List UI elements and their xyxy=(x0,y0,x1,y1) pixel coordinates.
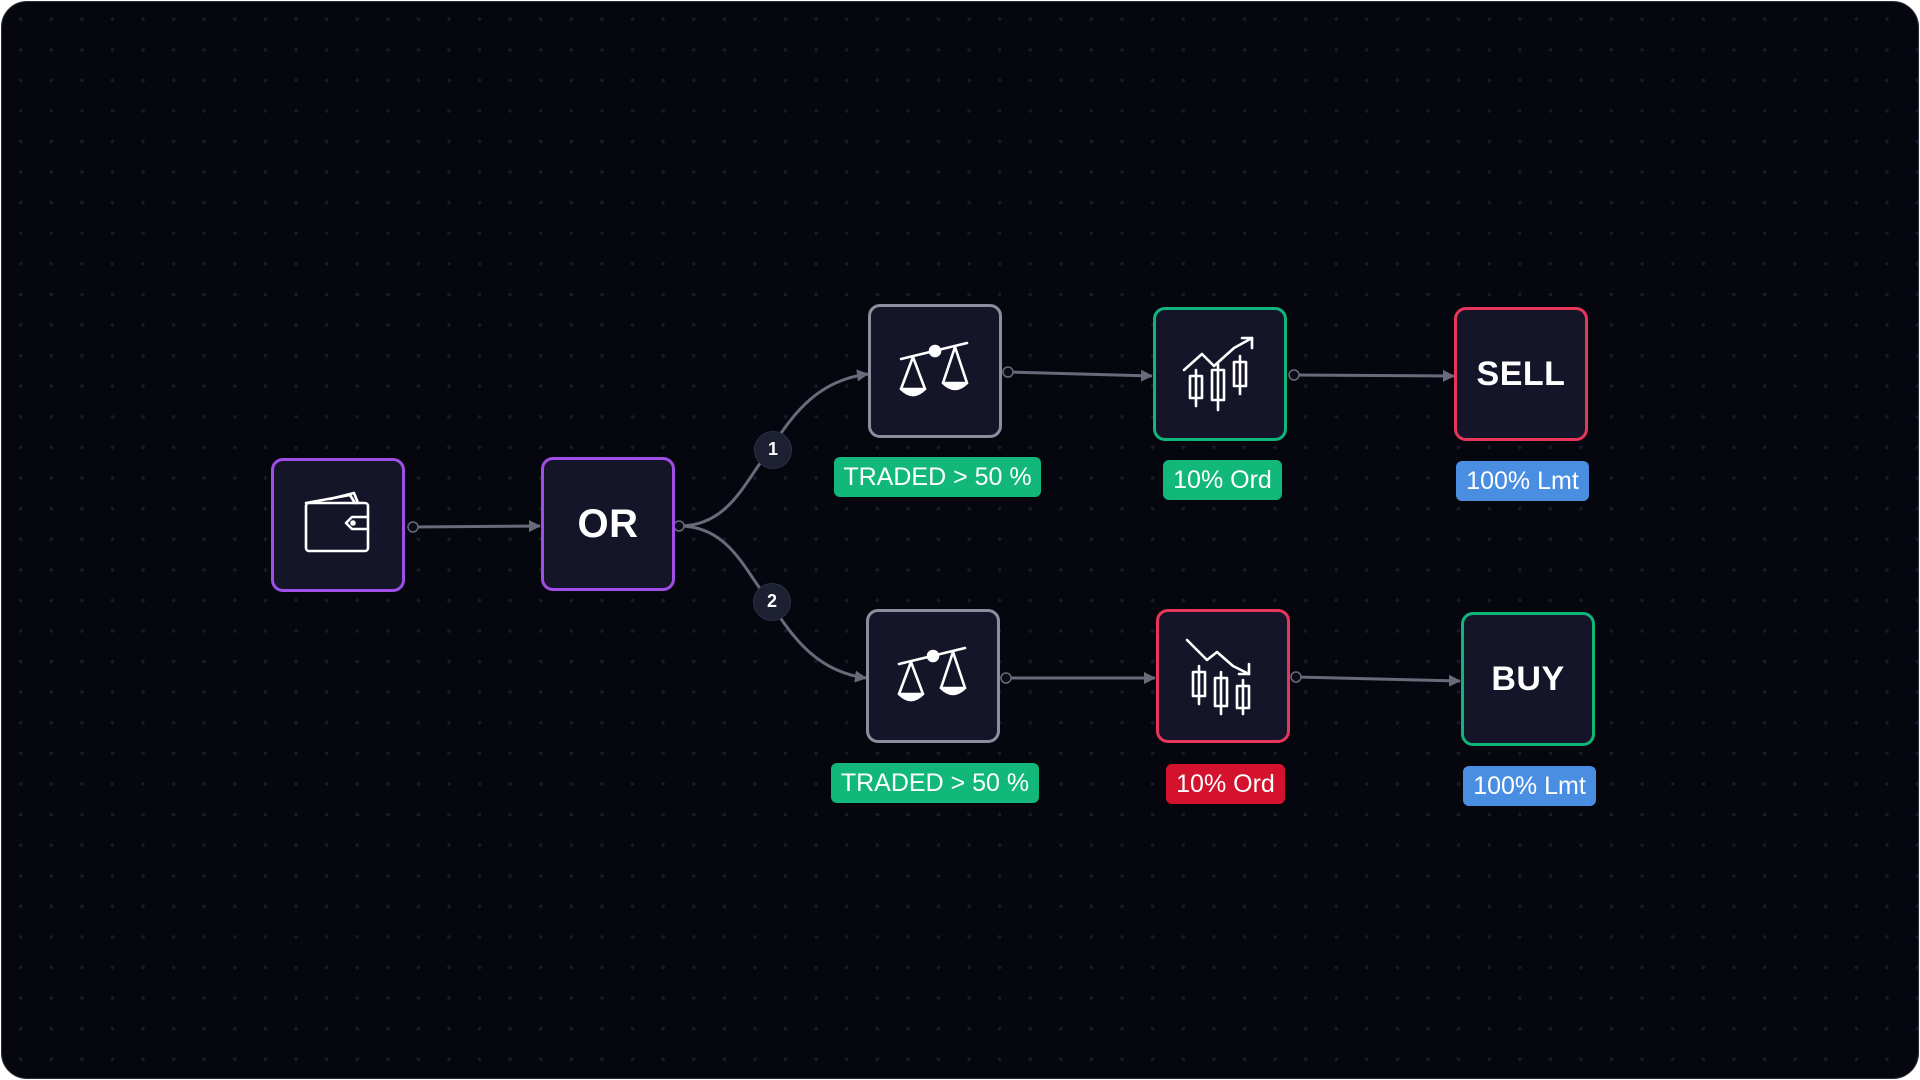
sell-node[interactable]: SELL xyxy=(1454,307,1588,441)
sell-label: SELL xyxy=(1476,354,1566,393)
candlestick-chart-down-icon xyxy=(1183,636,1263,716)
order-tag-bottom: 10% Ord xyxy=(1166,764,1285,804)
wallet-icon xyxy=(300,487,376,563)
port-scale-bottom-out xyxy=(1000,672,1012,684)
condition-tag-bottom: TRADED > 50 % xyxy=(831,763,1039,803)
condition-node-top[interactable] xyxy=(868,304,1002,438)
edge-chart-down-buy xyxy=(1295,674,1461,687)
buy-label: BUY xyxy=(1491,659,1565,698)
branch-badge-2: 2 xyxy=(753,583,791,621)
sell-tag: 100% Lmt xyxy=(1456,461,1589,501)
port-scale-top-out xyxy=(1002,366,1014,378)
order-node-bottom[interactable] xyxy=(1156,609,1290,743)
port-chart-down-out xyxy=(1290,671,1302,683)
edge-scale-top-chart-up xyxy=(1007,369,1153,382)
order-tag-top: 10% Ord xyxy=(1163,460,1282,500)
condition-node-bottom[interactable] xyxy=(866,609,1000,743)
edge-wallet-or xyxy=(412,520,541,533)
balance-scale-icon xyxy=(895,333,975,409)
candlestick-chart-up-icon xyxy=(1180,334,1260,414)
branch-badge-1: 1 xyxy=(754,431,792,469)
wallet-node[interactable] xyxy=(271,458,405,592)
port-or-out xyxy=(673,520,685,532)
balance-scale-icon xyxy=(893,638,973,714)
buy-tag: 100% Lmt xyxy=(1463,766,1596,806)
condition-tag-top: TRADED > 50 % xyxy=(834,457,1041,497)
edge-chart-up-sell xyxy=(1293,369,1455,382)
buy-node[interactable]: BUY xyxy=(1461,612,1595,746)
port-wallet-out xyxy=(407,521,419,533)
port-chart-up-out xyxy=(1288,369,1300,381)
or-gate-node[interactable]: OR xyxy=(541,457,675,591)
or-label: OR xyxy=(577,501,639,546)
order-node-top[interactable] xyxy=(1153,307,1287,441)
